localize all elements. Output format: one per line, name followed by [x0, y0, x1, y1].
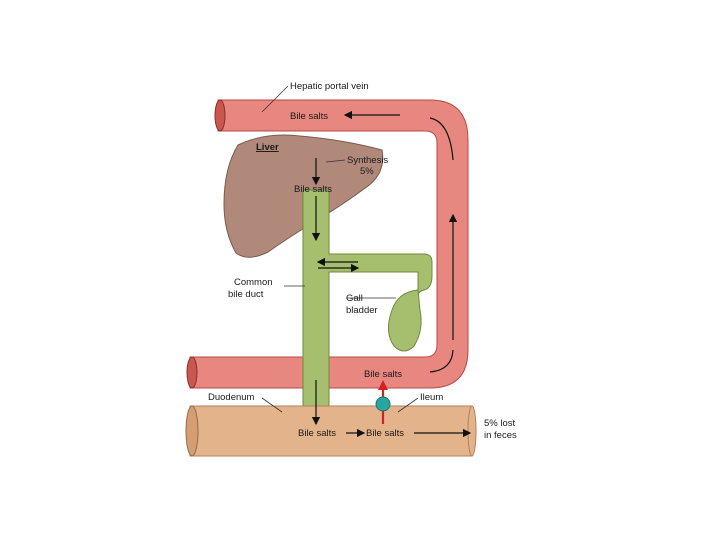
flow-arrows: [311, 110, 472, 438]
lost-in-feces-label-2: in feces: [484, 430, 517, 441]
ileal-transporter: [375, 380, 391, 424]
gall-bladder-label-1: Gall: [346, 293, 363, 304]
bile-salts-liver-label: Bile salts: [294, 184, 332, 195]
hepatic-portal-vein: [186, 99, 469, 389]
intestine: [185, 405, 477, 457]
liver-label: Liver: [256, 142, 279, 153]
synthesis-label: Synthesis: [347, 155, 388, 166]
bile-salts-ileum-label: Bile salts: [364, 369, 402, 380]
bile-salts-intestine-left-label: Bile salts: [298, 428, 336, 439]
bile-salts-top-label: Bile salts: [290, 111, 328, 122]
gall-bladder: [388, 289, 422, 352]
bile-salts-intestine-right-label: Bile salts: [366, 428, 404, 439]
synthesis-percent-label: 5%: [360, 166, 374, 177]
ileum-label: Ileum: [420, 392, 443, 403]
gall-bladder-label-2: bladder: [346, 305, 378, 316]
hepatic-portal-vein-label: Hepatic portal vein: [290, 81, 369, 92]
common-bile-duct-label-1: Common: [234, 277, 273, 288]
common-bile-duct-label-2: bile duct: [228, 289, 264, 300]
leader-lines: [261, 85, 419, 413]
duodenum-label: Duodenum: [208, 392, 255, 403]
lost-in-feces-label-1: 5% lost: [484, 418, 516, 429]
